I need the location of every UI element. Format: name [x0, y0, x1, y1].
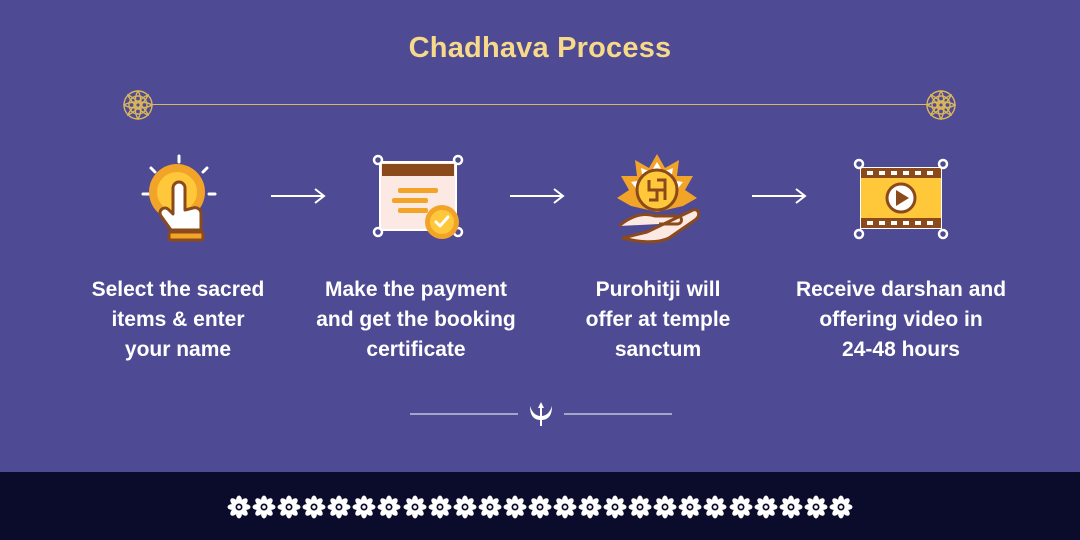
flower-icon	[503, 495, 527, 519]
flower-icon	[478, 495, 502, 519]
flower-icon	[804, 495, 828, 519]
flower-icon	[302, 495, 326, 519]
flower-icon	[578, 495, 602, 519]
trishul-divider	[410, 402, 672, 426]
flower-icon	[352, 495, 376, 519]
step-4-text: Receive darshan and offering video in 24…	[795, 278, 1007, 361]
step-3-text: Purohitji will offer at temple sanctum	[585, 278, 731, 361]
flower-icon	[754, 495, 778, 519]
certificate-icon	[372, 154, 464, 239]
flower-icon	[653, 495, 677, 519]
arrow-right-icon	[752, 188, 807, 204]
page-title: Chadhava Process	[408, 32, 672, 64]
flower-icon	[703, 495, 727, 519]
flower-icon	[327, 495, 351, 519]
step-1-text: Select the sacred items & enter your nam…	[91, 278, 265, 361]
flower-icon	[227, 495, 251, 519]
flower-border	[227, 494, 853, 520]
flower-icon	[628, 495, 652, 519]
flower-icon	[428, 495, 452, 519]
flower-icon	[603, 495, 627, 519]
flower-icon	[403, 495, 427, 519]
title-divider-line	[150, 104, 930, 105]
arrow-right-icon	[271, 188, 326, 204]
flower-icon	[528, 495, 552, 519]
flower-icon	[779, 495, 803, 519]
swastik-offering-icon	[617, 154, 701, 244]
mandala-icon	[122, 89, 154, 121]
flower-icon	[277, 495, 301, 519]
trishul-icon	[530, 402, 552, 426]
step-2-text: Make the payment and get the booking cer…	[316, 278, 516, 361]
flower-icon	[678, 495, 702, 519]
flower-icon	[829, 495, 853, 519]
arrow-right-icon	[510, 188, 565, 204]
flower-icon	[377, 495, 401, 519]
flower-icon	[553, 495, 577, 519]
flower-icon	[729, 495, 753, 519]
tap-finger-icon	[141, 154, 217, 242]
mandala-icon	[925, 89, 957, 121]
flower-icon	[453, 495, 477, 519]
flower-icon	[252, 495, 276, 519]
video-play-icon	[853, 158, 949, 240]
